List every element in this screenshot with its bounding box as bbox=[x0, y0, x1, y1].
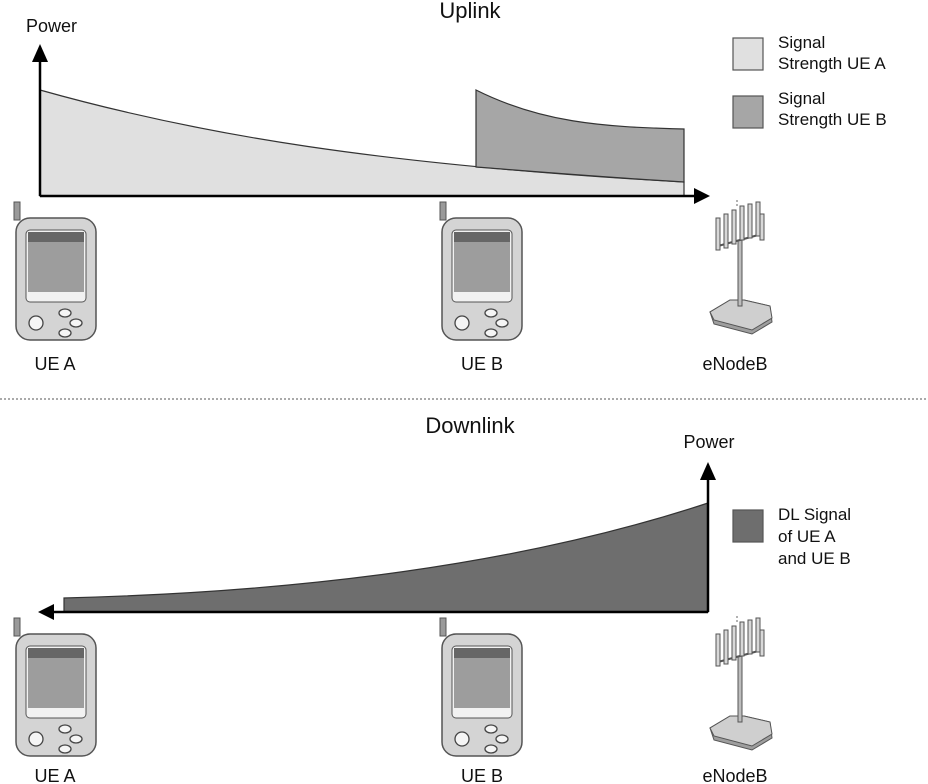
uplink-y-arrowhead bbox=[32, 44, 48, 62]
uplink-x-arrowhead bbox=[694, 188, 710, 204]
dl-ue-a-phone-icon bbox=[13, 617, 97, 757]
legend-ue-a-line1: Signal bbox=[778, 33, 825, 52]
legend-ue-b-line1: Signal bbox=[778, 89, 825, 108]
uplink-power-axis-label: Power bbox=[26, 16, 77, 36]
legend-dl-line2: of UE A bbox=[778, 527, 836, 546]
uplink-title: Uplink bbox=[439, 0, 501, 23]
legend-dl-line3: and UE B bbox=[778, 549, 851, 568]
downlink-ue-a-label: UE A bbox=[34, 766, 75, 784]
dl-ue-b-phone-icon bbox=[439, 617, 523, 757]
ue-b-phone-icon bbox=[439, 201, 523, 341]
legend-ue-b-line2: Strength UE B bbox=[778, 110, 887, 129]
ue-b-signal-area bbox=[475, 89, 685, 183]
dl-enodeb-tower-icon bbox=[709, 615, 773, 751]
downlink-title: Downlink bbox=[425, 413, 515, 438]
enodeb-tower-icon bbox=[709, 199, 773, 335]
ue-a-phone-icon bbox=[13, 201, 97, 341]
downlink-power-axis-label: Power bbox=[683, 432, 734, 452]
downlink-y-arrowhead bbox=[700, 462, 716, 480]
legend-dl-line1: DL Signal bbox=[778, 505, 851, 524]
legend-swatch-dl-signal bbox=[732, 509, 764, 543]
legend-ue-a-line2: Strength UE A bbox=[778, 54, 886, 73]
downlink-ue-b-label: UE B bbox=[461, 766, 503, 784]
legend-swatch-ue-b bbox=[732, 95, 764, 129]
uplink-enodeb-label: eNodeB bbox=[702, 354, 767, 374]
uplink-ue-b-label: UE B bbox=[461, 354, 503, 374]
downlink-x-arrowhead bbox=[38, 604, 54, 620]
dl-signal-area bbox=[63, 502, 709, 613]
downlink-enodeb-label: eNodeB bbox=[702, 766, 767, 784]
uplink-ue-a-label: UE A bbox=[34, 354, 75, 374]
legend-swatch-ue-a bbox=[732, 37, 764, 71]
